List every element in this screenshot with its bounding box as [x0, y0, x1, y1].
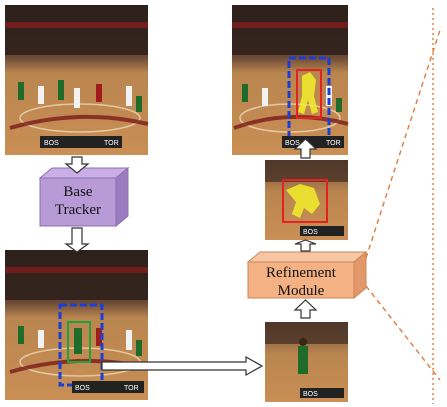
- refinement-module-label-line1: Refinement: [266, 265, 336, 281]
- output-frame-top-right: BOS TOR: [232, 5, 349, 155]
- tracked-frame-bottom-left: BOS TOR: [5, 250, 149, 400]
- refinement-module-block: [246, 250, 368, 300]
- svg-text:BOS: BOS: [303, 229, 318, 236]
- arrow-frame-to-crop: [101, 355, 264, 377]
- base-tracker-label: Base Tracker: [40, 183, 116, 219]
- arrow-frame-to-tracker: [64, 156, 90, 174]
- score-bos-1: BOS: [44, 140, 59, 147]
- segmentation-mask: [298, 72, 318, 114]
- arrow-crop-to-refinement: [293, 299, 318, 319]
- arrow-tracker-to-frame: [64, 227, 90, 253]
- green-box: [67, 321, 91, 363]
- score-bos-2: BOS: [285, 140, 300, 147]
- arrow-refinement-to-crop: [294, 239, 317, 252]
- refined-box-output: [296, 69, 322, 119]
- score-bos-3: BOS: [75, 385, 90, 392]
- arrow-crop-to-output: [293, 138, 318, 159]
- zoom-lines: [365, 8, 441, 404]
- svg-text:BOS: BOS: [303, 391, 318, 398]
- base-tracker-label-line2: Tracker: [54, 202, 102, 218]
- score-tor-2: TOR: [326, 140, 341, 147]
- refined-crop: BOS: [265, 160, 348, 240]
- score-tor-1: TOR: [104, 140, 119, 147]
- refined-box-crop: [282, 179, 328, 223]
- input-crop: BOS: [265, 322, 348, 402]
- base-tracker-block: [38, 166, 130, 228]
- refinement-module-label: Refinement Module: [248, 264, 354, 300]
- score-tor-3: TOR: [124, 385, 139, 392]
- players-group: [18, 80, 142, 112]
- input-frame-top-left: BOS TOR: [5, 5, 149, 155]
- refinement-module-label-line2: Module: [277, 283, 325, 299]
- base-tracker-label-line1: Base: [63, 184, 93, 200]
